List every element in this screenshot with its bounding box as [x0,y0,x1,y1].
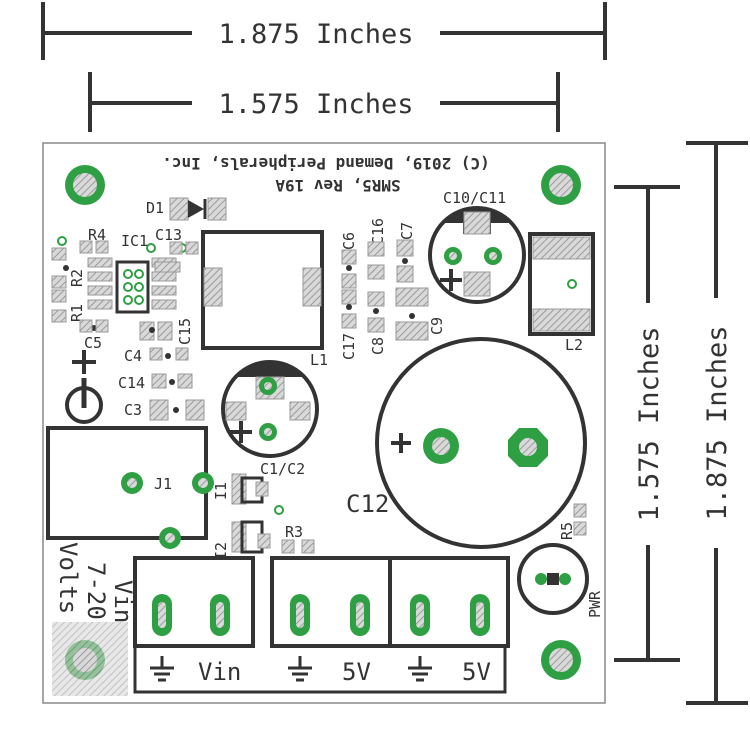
resistor-r1: R1 [51,289,86,323]
capacitor-c7: C7 [396,222,416,283]
capacitor-c1-c2-electrolytic [221,360,319,458]
label-r3: R3 [285,523,303,541]
outer-height-label: 1.875 Inches [702,325,733,520]
label-c7: C7 [398,222,416,240]
outer-width-label: 1.875 Inches [218,19,413,50]
capacitor-c10-c11: C10/C11 [428,189,526,304]
terminal3-label: 5V [462,658,491,686]
resistor-r4: R4 [79,226,109,254]
terminal-block-5v-a: 5V [270,556,392,686]
resistor-r2: R2 [51,247,86,289]
connector-j1: J1 [46,426,214,549]
capacitor-c4: C4 [124,347,189,365]
label-c5: C5 [84,334,102,352]
vin-note: Vin 7-20 Volts [54,542,137,623]
pad [95,319,109,333]
label-c12: C12 [346,490,389,518]
label-ic1: IC1 [121,232,148,250]
terminal-block-vin: Vin [133,556,255,686]
capacitor-c3: C3 [124,399,205,421]
label-c4: C4 [124,347,142,365]
label-c8: C8 [369,337,387,355]
dimension-outer-height: 1.875 Inches [686,141,748,705]
label-c10-c11: C10/C11 [443,189,506,207]
label-l1: L1 [310,351,328,369]
label-r4: R4 [88,226,106,244]
label-d1: D1 [146,199,164,217]
capacitor-c13: C13 [155,226,199,255]
label-c1-c2: C1/C2 [260,460,305,478]
label-c17: C17 [340,333,358,360]
dimension-inner-height: 1.575 Inches [614,185,680,662]
pad [154,261,181,273]
power-polarity-icon [65,350,103,424]
label-c6: C6 [340,232,358,250]
capacitor-c17: C17 [340,289,358,360]
label-c3: C3 [124,401,142,419]
label-c13: C13 [155,226,182,244]
vin-note-line1: Vin [109,580,137,623]
label-c14: C14 [118,374,145,392]
test-via [57,236,67,246]
indicator-i2: I2 [212,520,271,560]
terminal-block-5v-b: 5V [388,556,510,686]
label-j1: J1 [154,475,172,493]
label-r1: R1 [68,304,86,322]
ground-icon [288,656,312,682]
copyright-text: (C) 2019, Demand Peripherals, Inc. [162,154,490,173]
terminal2-label: 5V [342,658,371,686]
terminal1-label: Vin [198,658,241,686]
label-r2: R2 [68,269,86,287]
vin-note-line3: Volts [54,542,82,614]
label-i2: I2 [212,542,230,560]
terminal-outline [133,646,507,694]
capacitor-c14: C14 [118,373,193,392]
label-l2: L2 [565,336,583,354]
inner-height-label: 1.575 Inches [634,326,665,521]
resistor-r5: R5 [558,503,587,540]
mounting-hole-bottom-right [541,640,581,680]
label-c16: C16 [369,218,387,245]
vin-note-line2: 7-20 [82,562,110,620]
capacitor-c5: C5 [84,334,102,352]
resistor-r3: R3 [281,523,315,554]
board-outline [42,142,606,704]
capacitor-c15: C15 [139,318,194,345]
capacitor-c9: C9 [395,287,446,341]
test-via [146,243,156,253]
ground-icon [150,656,174,682]
dot [63,265,69,271]
dimension-inner-width: 1.575 Inches [88,72,560,132]
inductor-l1: L1 [201,230,328,369]
keepout-area [52,622,128,696]
led-pwr: PWR [517,543,604,618]
label-pwr: PWR [586,590,604,618]
label-i1: I1 [212,482,230,500]
dot [149,327,155,333]
capacitor-c12: C12 [346,337,587,549]
ground-icon [408,656,432,682]
capacitor-c8: C8 [367,291,387,355]
indicator-i1: I1 [212,473,284,515]
mounting-hole-top-left [65,165,105,205]
dimension-outer-width: 1.875 Inches [41,2,607,60]
inner-width-label: 1.575 Inches [218,89,413,120]
capacitor-c16: C16 [367,218,387,280]
product-text: SMR5, Rev 19A [275,176,401,195]
inductor-l2: L2 [528,232,595,354]
label-c9: C9 [428,317,446,335]
label-r5: R5 [558,522,576,540]
pad [79,319,93,333]
label-c15: C15 [176,318,194,345]
mounting-hole-top-right [541,165,581,205]
diode-d1: D1 [146,197,227,221]
capacitor-c6: C6 [340,232,358,289]
